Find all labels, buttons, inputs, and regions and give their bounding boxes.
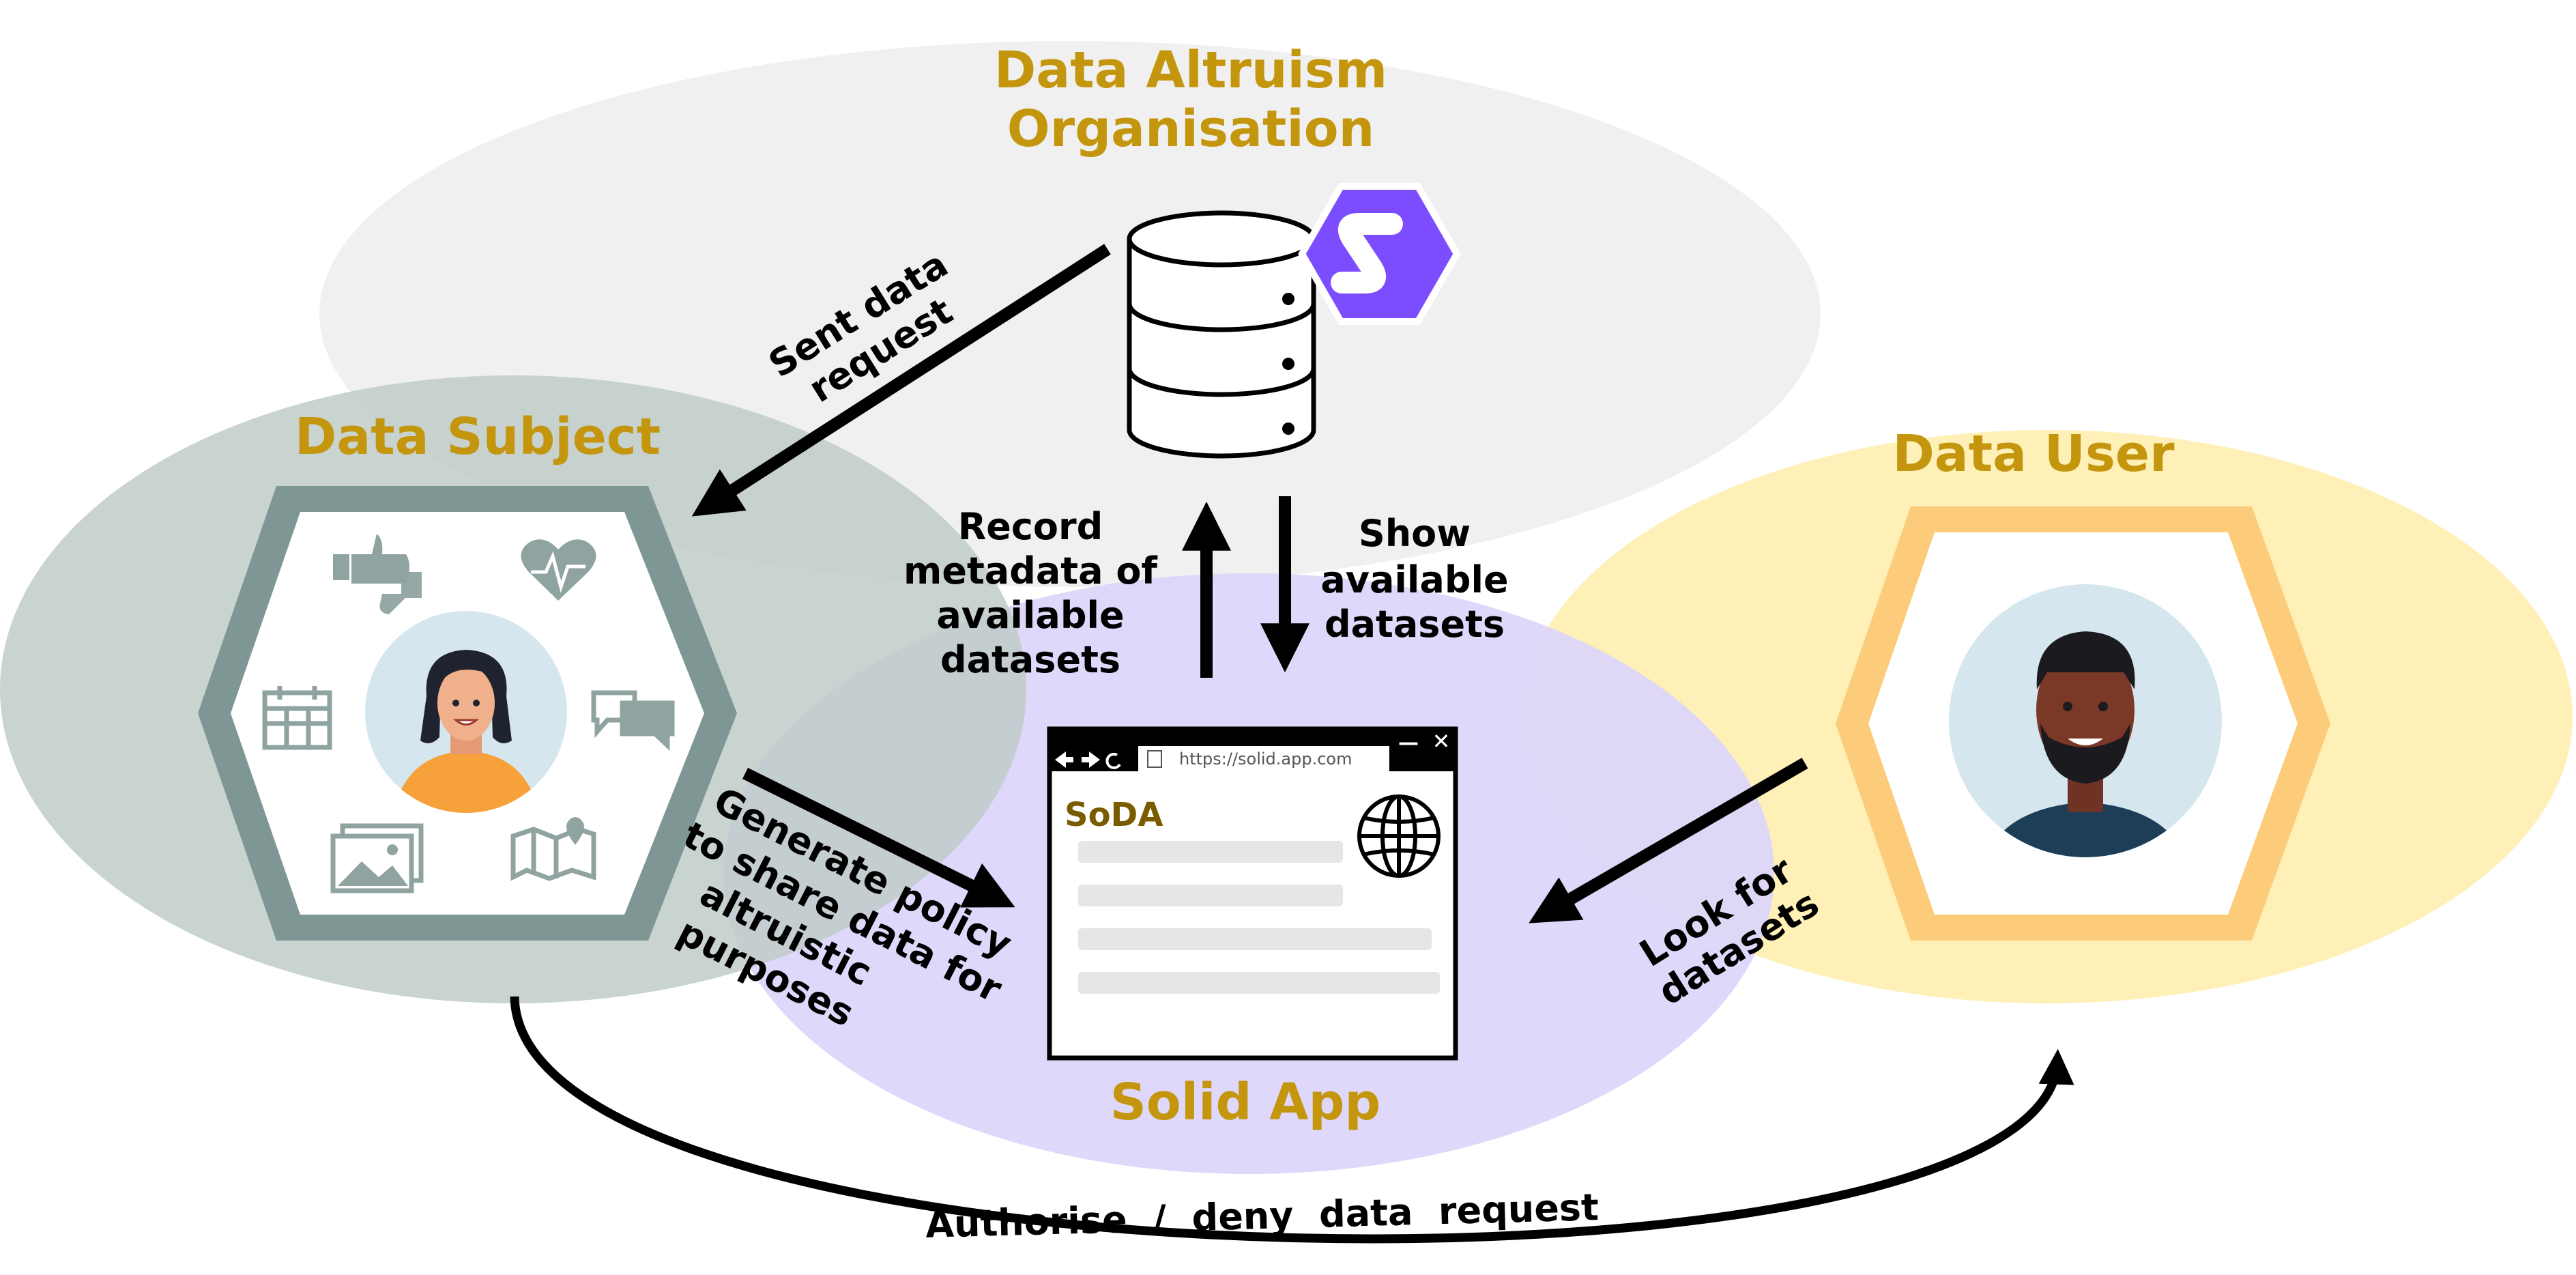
address-bar[interactable]	[1138, 746, 1389, 772]
database-icon	[1127, 210, 1316, 459]
label-show-datasets: Show available datasets	[1320, 512, 1508, 646]
label-show-line1: Show	[1359, 512, 1471, 555]
data-user-title: Data User	[1892, 425, 2175, 483]
label-record-line2: metadata of	[903, 549, 1157, 592]
chat-bubbles-icon	[591, 690, 675, 751]
content-placeholder-4	[1078, 972, 1440, 994]
arrow-generate-policy	[742, 767, 1015, 908]
thumbs-up-down-icon	[333, 534, 422, 614]
heart-pulse-line	[531, 551, 585, 593]
map-icon	[510, 817, 596, 881]
data-subject-title: Data Subject	[295, 407, 661, 466]
image-gallery-icon	[330, 823, 424, 893]
solid-logo-icon	[1298, 183, 1461, 325]
label-show-line3: datasets	[1325, 603, 1505, 646]
arrow-sent-request	[691, 244, 1111, 517]
arrow-look-for-datasets	[1529, 758, 1808, 923]
soda-app-name: SoDA	[1065, 796, 1163, 834]
content-placeholder-2	[1078, 885, 1343, 906]
label-record-line1: Record	[958, 505, 1103, 548]
label-record-line4: datasets	[940, 638, 1120, 681]
content-placeholder-1	[1078, 841, 1343, 863]
refresh-icon[interactable]	[1105, 752, 1121, 769]
heart-rate-icon	[521, 539, 596, 601]
label-record-line3: available	[936, 594, 1124, 637]
solid-app-title: Solid App	[1110, 1073, 1381, 1132]
man-avatar	[1949, 584, 2222, 857]
globe-icon	[1357, 794, 1441, 878]
label-record-metadata: Record metadata of available datasets	[903, 505, 1157, 681]
close-button[interactable]: ✕	[1432, 728, 1451, 754]
back-arrow-icon[interactable]	[1055, 751, 1066, 768]
browser-window: https://solid.app.com — ✕ SoDA	[1047, 726, 1458, 1061]
content-placeholder-3	[1078, 928, 1432, 950]
calendar-icon	[262, 686, 332, 750]
minimize-button[interactable]: —	[1398, 731, 1419, 755]
address-url: https://solid.app.com	[1179, 749, 1352, 769]
label-show-line2: available	[1320, 558, 1508, 601]
dao-title-line2: Organisation	[1007, 100, 1375, 158]
dao-title-line1: Data Altruism	[994, 41, 1387, 100]
page-icon	[1147, 750, 1162, 768]
forward-arrow-icon[interactable]	[1089, 751, 1100, 768]
woman-avatar	[365, 611, 567, 813]
arrow-authorise-deny	[510, 996, 2074, 1244]
